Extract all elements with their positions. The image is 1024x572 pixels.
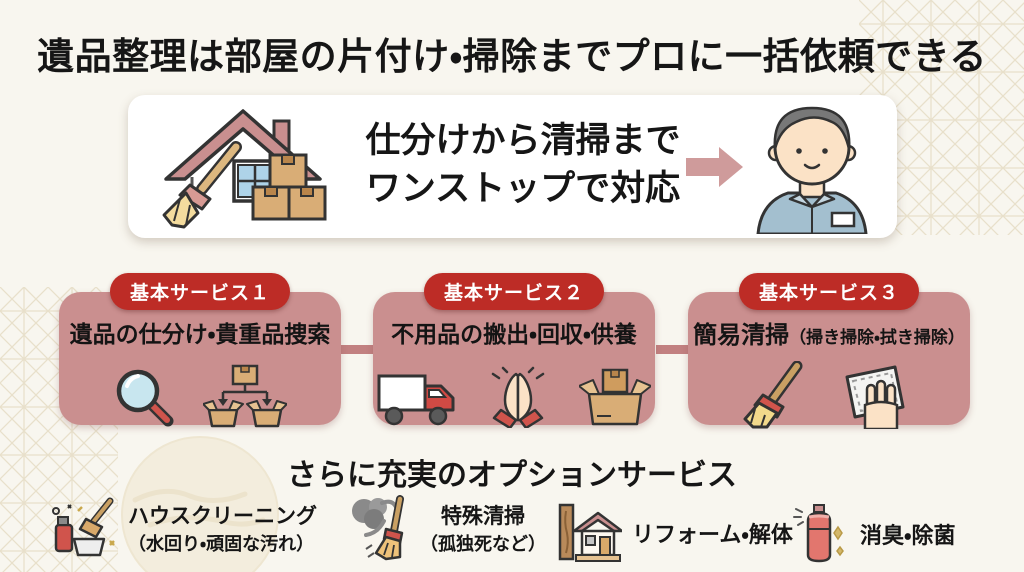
service-title-1: 遺品の仕分け・貴重品捜索 [59, 315, 341, 349]
option-deodorize: 消臭・除菌 [788, 503, 955, 565]
staff-worker-illustration [756, 106, 868, 234]
service-icons-2 [373, 356, 655, 428]
service-title-1-main: 遺品の仕分け・貴重品捜索 [69, 321, 331, 347]
service-title-3-main: 簡易清掃 [693, 322, 790, 349]
service-title-3-paren: （掃き掃除・拭き掃除） [789, 328, 965, 347]
service-icons-1 [59, 356, 341, 428]
wiping-cloth-icon [845, 365, 905, 429]
option-label: ハウスクリーニング [128, 505, 317, 528]
service-title-3: 簡易清掃（掃き掃除・拭き掃除） [688, 315, 970, 350]
option-sub: （孤独死など） [420, 534, 546, 554]
service-badge-2: 基本サービス２ [423, 273, 605, 310]
option-text: リフォーム・解体 [632, 517, 793, 549]
option-reform: リフォーム・解体 [556, 503, 793, 563]
service-badge-1: 基本サービス１ [109, 273, 291, 310]
cardboard-boxes-icon [579, 368, 651, 426]
praying-hands-icon [491, 366, 545, 428]
option-sub: （水回り・頑固な汚れ） [128, 534, 315, 554]
magnifier-icon [116, 369, 174, 427]
option-label: 消臭・除菌 [860, 523, 956, 548]
option-label: 特殊清掃 [441, 505, 525, 528]
service-box-2: 基本サービス２ 不用品の搬出・回収・供養 [373, 273, 655, 428]
service-box-1: 基本サービス１ 遺品の仕分け・貴重品捜索 [59, 273, 341, 428]
truck-icon [377, 374, 455, 426]
service-title-2: 不用品の搬出・回収・供養 [373, 315, 655, 349]
deodorize-sterilize-icon [793, 504, 844, 563]
option-house-cleaning: ハウスクリーニング （水回り・頑固な汚れ） [52, 495, 317, 561]
page-title: 遺品整理は部屋の片付け・掃除までプロに一括依頼できる [37, 36, 987, 77]
special-cleaning-icon [352, 495, 404, 561]
options-heading: さらに充実のオプションサービス [287, 459, 737, 492]
house-cleaning-icon [52, 497, 115, 557]
hero-line-1: 仕分けから清掃まで [365, 121, 681, 160]
service-box-3: 基本サービス３ 簡易清掃（掃き掃除・拭き掃除） [688, 273, 970, 429]
arrow-right-icon [686, 147, 743, 187]
connector-box1-box2 [341, 345, 373, 354]
service-title-2-main: 不用品の搬出・回収・供養 [391, 321, 637, 347]
house-cleanup-illustration [162, 109, 327, 229]
option-special-cleaning: 特殊清掃 （孤独死など） [348, 495, 546, 561]
hero-line-2: ワンストップで対応 [365, 169, 681, 208]
broom-icon [743, 361, 803, 429]
option-text: 消臭・除菌 [860, 518, 955, 550]
option-text: 特殊清掃 （孤独死など） [420, 500, 546, 556]
option-label: リフォーム・解体 [632, 522, 793, 547]
hero-card: 仕分けから清掃まで ワンストップで対応 [128, 95, 897, 238]
service-badge-3: 基本サービス３ [738, 273, 920, 310]
reform-demolition-icon [558, 503, 622, 562]
option-text: ハウスクリーニング （水回り・頑固な汚れ） [128, 500, 317, 556]
service-icons-3 [688, 357, 970, 429]
hero-text: 仕分けから清掃まで ワンストップで対応 [356, 117, 690, 213]
connector-box2-box3 [656, 345, 688, 354]
sorting-boxes-icon [203, 364, 287, 428]
